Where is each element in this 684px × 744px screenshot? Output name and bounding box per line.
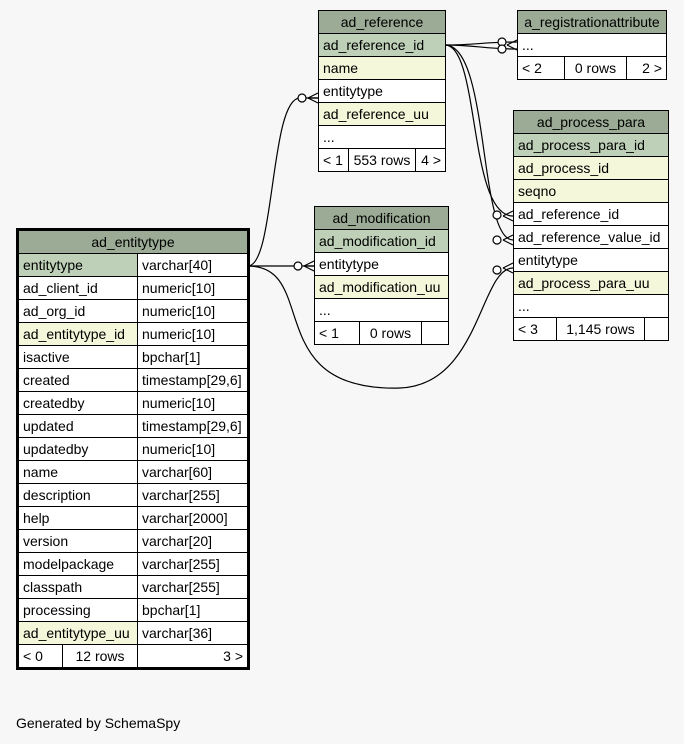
edge-reference-registrationattribute-2	[444, 44, 518, 50]
column-seqno[interactable]: seqno	[513, 179, 669, 203]
column-name[interactable]: modelpackage	[18, 552, 138, 576]
column-type: timestamp[29,6]	[137, 368, 248, 392]
column-more: ...	[513, 294, 669, 318]
column-name[interactable]: version	[18, 529, 138, 553]
children-count[interactable]: 2 >	[626, 56, 667, 80]
children-count	[644, 317, 669, 341]
column-name[interactable]: entitytype	[18, 253, 138, 277]
column-entitytype[interactable]: entitytype	[513, 248, 669, 272]
edge-crowfoot	[502, 234, 514, 246]
edge-crowfoot	[502, 210, 514, 222]
column-type: timestamp[29,6]	[137, 414, 248, 438]
row-count: 12 rows	[62, 644, 138, 668]
column-type: varchar[20]	[137, 529, 248, 553]
column-type: varchar[255]	[137, 552, 248, 576]
column-type: bpchar[1]	[137, 598, 248, 622]
column-name[interactable]: ad_entitytype_id	[18, 322, 138, 346]
edge-end-circle	[497, 44, 507, 54]
column-ad-modification-id[interactable]: ad_modification_id	[314, 229, 449, 253]
table-ad-reference[interactable]: ad_reference ad_reference_id name entity…	[317, 10, 447, 172]
children-count[interactable]: 3 >	[137, 644, 248, 668]
column-name[interactable]: isactive	[18, 345, 138, 369]
column-ad-process-para-id[interactable]: ad_process_para_id	[513, 133, 669, 157]
column-ad-process-id[interactable]: ad_process_id	[513, 156, 669, 180]
column-name[interactable]: classpath	[18, 575, 138, 599]
column-name[interactable]: createdby	[18, 391, 138, 415]
row-count: 1,145 rows	[556, 317, 645, 341]
column-more: ...	[517, 33, 667, 57]
column-ad-process-para-uu[interactable]: ad_process_para_uu	[513, 271, 669, 295]
table-title[interactable]: ad_entitytype	[18, 230, 248, 254]
column-ad-reference-value-id[interactable]: ad_reference_value_id	[513, 225, 669, 249]
column-name[interactable]: updatedby	[18, 437, 138, 461]
column-entitytype[interactable]: entitytype	[314, 252, 449, 276]
column-ad-reference-uu[interactable]: ad_reference_uu	[317, 102, 447, 126]
edge-end-circle	[492, 210, 502, 220]
column-name[interactable]: ad_org_id	[18, 299, 138, 323]
edge-end-circle	[492, 265, 502, 275]
column-type: numeric[10]	[137, 299, 248, 323]
edge-end-circle	[293, 261, 303, 271]
table-ad-modification[interactable]: ad_modification ad_modification_id entit…	[314, 206, 449, 345]
column-name[interactable]: ad_entitytype_uu	[18, 621, 138, 645]
column-ad-modification-uu[interactable]: ad_modification_uu	[314, 275, 449, 299]
column-name[interactable]: description	[18, 483, 138, 507]
children-count	[421, 321, 449, 345]
column-ad-reference-id[interactable]: ad_reference_id	[317, 33, 447, 57]
children-count[interactable]: 4 >	[414, 148, 447, 172]
column-more: ...	[317, 125, 447, 149]
column-type: varchar[2000]	[137, 506, 248, 530]
column-ad-reference-id[interactable]: ad_reference_id	[513, 202, 669, 226]
column-type: varchar[255]	[137, 575, 248, 599]
parents-count[interactable]: < 1	[318, 148, 349, 172]
row-count: 553 rows	[348, 148, 416, 172]
edge-crowfoot	[506, 39, 518, 51]
edge-end-circle	[297, 93, 307, 103]
row-count: 0 rows	[564, 56, 627, 80]
column-type: numeric[10]	[137, 276, 248, 300]
edge-reference-process-para-1	[444, 44, 514, 217]
column-more: ...	[314, 298, 449, 322]
column-type: varchar[255]	[137, 483, 248, 507]
column-name[interactable]: created	[18, 368, 138, 392]
column-type: numeric[10]	[137, 322, 248, 346]
table-title[interactable]: ad_process_para	[513, 110, 669, 134]
column-name[interactable]: processing	[18, 598, 138, 622]
edge-crowfoot	[303, 260, 315, 272]
column-type: bpchar[1]	[137, 345, 248, 369]
edge-reference-process-para-2	[444, 44, 514, 241]
row-count: 0 rows	[359, 321, 422, 345]
column-type: varchar[40]	[137, 253, 248, 277]
edge-crowfoot	[502, 262, 514, 274]
edge-entitytype-ad-process-para	[247, 265, 514, 389]
edge-entitytype-ad-reference	[247, 97, 318, 267]
table-title[interactable]: ad_modification	[314, 206, 449, 230]
column-name[interactable]: updated	[18, 414, 138, 438]
column-type: varchar[60]	[137, 460, 248, 484]
column-entitytype[interactable]: entitytype	[317, 79, 447, 103]
edge-end-circle	[492, 235, 502, 245]
parents-count[interactable]: < 2	[517, 56, 565, 80]
column-type: numeric[10]	[137, 391, 248, 415]
column-name[interactable]: ad_client_id	[18, 276, 138, 300]
table-a-registrationattribute[interactable]: a_registrationattribute ... < 2 0 rows 2…	[517, 10, 667, 80]
parents-count[interactable]: < 1	[314, 321, 360, 345]
table-title[interactable]: ad_reference	[317, 10, 447, 34]
edge-crowfoot	[307, 92, 319, 104]
column-name[interactable]: name	[18, 460, 138, 484]
column-type: numeric[10]	[137, 437, 248, 461]
table-ad-process-para[interactable]: ad_process_para ad_process_para_id ad_pr…	[513, 110, 669, 341]
parents-count[interactable]: < 0	[18, 644, 63, 668]
parents-count[interactable]: < 3	[513, 317, 557, 341]
column-name[interactable]: help	[18, 506, 138, 530]
column-type: varchar[36]	[137, 621, 248, 645]
table-title[interactable]: a_registrationattribute	[517, 10, 667, 34]
generated-by-label: Generated by SchemaSpy	[16, 715, 181, 731]
column-name[interactable]: name	[317, 56, 447, 80]
